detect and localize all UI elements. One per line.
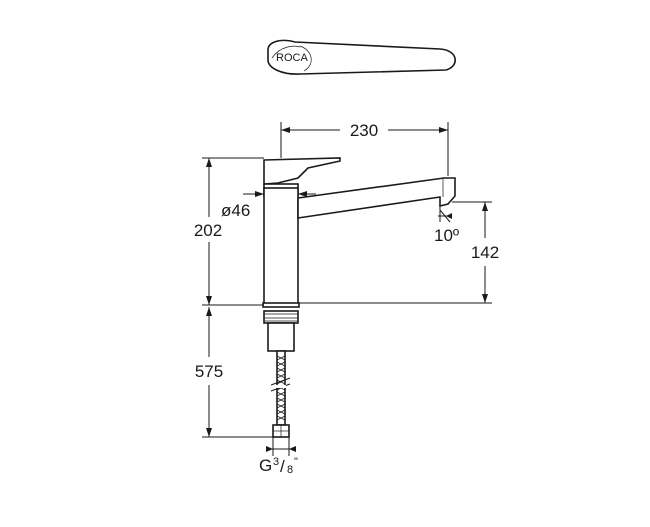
total-height-label: 202: [194, 221, 222, 240]
spout-reach-label: 230: [350, 121, 378, 140]
hose-length-label: 575: [195, 362, 223, 381]
dimension-body-diameter: ø46: [221, 191, 316, 220]
connection-numerator: 3: [273, 456, 279, 468]
faucet-base: [262, 302, 300, 308]
faucet-side-view: [262, 157, 456, 438]
dimension-spout-height: 142: [298, 201, 499, 304]
spout-height-label: 142: [471, 243, 499, 262]
flexible-hose: [270, 350, 291, 426]
dimension-spout-angle: 10º: [434, 204, 459, 245]
dimension-spout-reach: 230: [280, 121, 449, 176]
connection-slash: /: [280, 457, 285, 476]
dimension-hose-length: 575: [195, 307, 273, 438]
handle-lever: [263, 157, 341, 185]
faucet-body: [263, 187, 299, 306]
faucet-spout: [297, 177, 456, 219]
connection-prefix: G: [259, 456, 272, 475]
handle-top-view: ROCA: [267, 39, 456, 75]
connection-suffix: ": [294, 456, 298, 468]
connection-denominator: 8: [287, 464, 293, 476]
spout-angle-label: 10º: [434, 226, 459, 245]
body-diameter-label: ø46: [221, 201, 250, 220]
mounting-shank: [267, 322, 295, 352]
dimension-total-height: 202: [194, 157, 264, 306]
handle-brand-mark: ROCA: [276, 52, 308, 64]
connection-thread-label: G 3 / 8 ": [259, 437, 298, 476]
